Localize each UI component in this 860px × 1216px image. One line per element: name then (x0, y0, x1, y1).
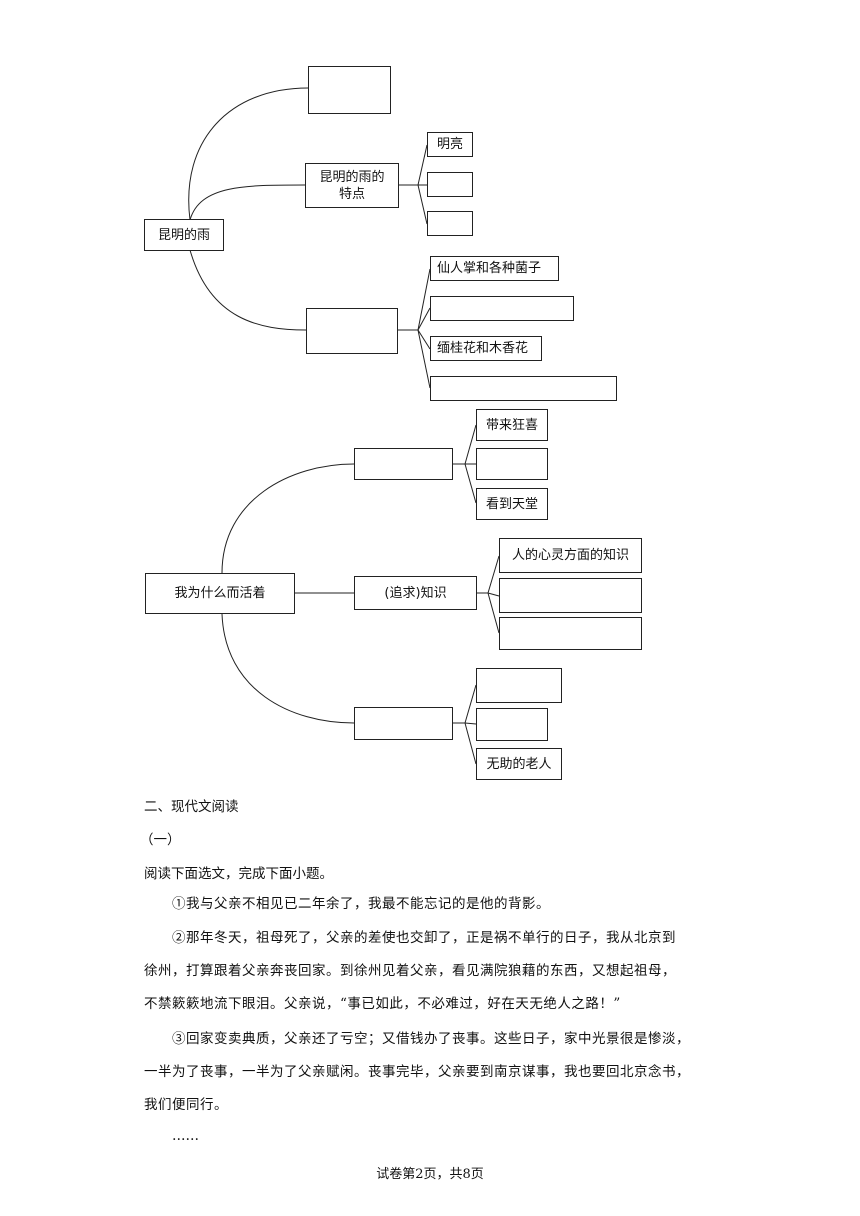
map1-bottom-leaf-3: 缅桂花和木香花 (430, 336, 542, 361)
map2-top-leaf-1: 带来狂喜 (476, 409, 548, 441)
map1-bottom-leaf-1: 仙人掌和各种菌子 (430, 256, 559, 281)
line: 不禁簌簌地流下眼泪。父亲说，“事已如此，不必难过，好在天无绝人之路！” (144, 996, 621, 1012)
ellipsis: …… (172, 1128, 199, 1144)
map2-top-leaf-2 (476, 448, 548, 480)
connector (188, 87, 309, 221)
map1-mid-leaf-3 (427, 211, 473, 236)
paragraph-3: ③回家变卖典质，父亲还了亏空；又借钱办了丧事。这些日子，家中光景很是惨淡， 一半… (144, 1023, 724, 1122)
map2-top-leaf-3: 看到天堂 (476, 488, 548, 520)
connector (189, 184, 306, 221)
map1-bottom-leaf-4 (430, 376, 617, 401)
map2-mid-leaf-1: 人的心灵方面的知识 (499, 538, 642, 573)
map2-root: 我为什么而活着 (145, 573, 295, 614)
paragraph-2: ②那年冬天，祖母死了，父亲的差使也交卸了，正是祸不单行的日子，我从北京到 徐州，… (144, 922, 724, 1021)
mind-map-connectors (188, 87, 500, 765)
map2-bottom-leaf-2 (476, 708, 548, 741)
section-sub: （一） (140, 832, 181, 848)
map2-bottom-leaf-3: 无助的老人 (476, 748, 562, 780)
line: 我们便同行。 (144, 1097, 228, 1113)
map1-branch-mid: 昆明的雨的 特点 (305, 163, 399, 208)
line: 徐州，打算跟着父亲奔丧回家。到徐州见着父亲，看见满院狼藉的东西，又想起祖母， (144, 963, 676, 979)
section-heading: 二、现代文阅读 (144, 799, 239, 815)
line: ③回家变卖典质，父亲还了亏空；又借钱办了丧事。这些日子，家中光景很是惨淡， (172, 1031, 690, 1047)
line: ②那年冬天，祖母死了，父亲的差使也交卸了，正是祸不单行的日子，我从北京到 (172, 930, 676, 946)
map1-mid-leaf-2 (427, 172, 473, 197)
map1-root: 昆明的雨 (144, 219, 224, 251)
connector (221, 613, 355, 724)
line: 一半为了丧事，一半为了父亲赋闲。丧事完毕，父亲要到南京谋事，我也要回北京念书， (144, 1064, 690, 1080)
map1-branch-bottom (306, 308, 398, 354)
page-footer: 试卷第2页，共8页 (376, 1167, 484, 1182)
map2-branch-top (354, 448, 453, 480)
map2-branch-bottom (354, 707, 453, 740)
map1-branch-top (308, 66, 391, 114)
map2-branch-mid: (追求)知识 (354, 576, 477, 610)
map2-mid-leaf-3 (499, 617, 642, 650)
map1-mid-leaf-1: 明亮 (427, 132, 473, 157)
map2-mid-leaf-2 (499, 578, 642, 613)
line: ①我与父亲不相见已二年余了，我最不能忘记的是他的背影。 (172, 896, 550, 912)
connector (221, 463, 355, 574)
paragraph-1: ①我与父亲不相见已二年余了，我最不能忘记的是他的背影。 (144, 888, 724, 921)
map2-bottom-leaf-1 (476, 668, 562, 703)
connector (189, 249, 307, 331)
instruction: 阅读下面选文，完成下面小题。 (144, 866, 333, 882)
map1-bottom-leaf-2 (430, 296, 574, 321)
